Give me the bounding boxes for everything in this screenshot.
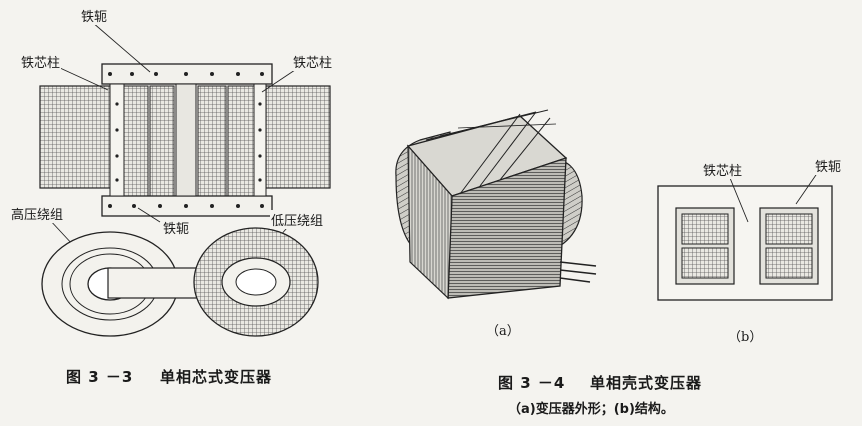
core-column-mid xyxy=(175,83,197,197)
core-column-right xyxy=(253,83,267,197)
caption-fig-3-4-title: 单相壳式变压器 xyxy=(590,374,703,392)
label-hv-winding: 高压绕组 xyxy=(10,204,65,223)
label-core-column-left: 铁芯柱 xyxy=(20,52,62,71)
caption-fig-3-4-subtitle: （a)变压器外形；(b)结构。 xyxy=(508,402,674,417)
bolts xyxy=(108,72,264,208)
label-core-column-right: 铁芯柱 xyxy=(292,52,334,71)
winding-right-inner-b xyxy=(227,85,255,197)
label-core-column: 铁芯柱 xyxy=(702,160,744,179)
winding-left-outer xyxy=(39,85,111,189)
label-lv-winding: 低压绕组 xyxy=(270,210,325,229)
shell-transformer-exterior-drawing xyxy=(395,109,597,300)
panel-label-b: （b） xyxy=(728,330,763,345)
leader-lines-b xyxy=(729,171,819,223)
shell-transformer-structure-drawing xyxy=(657,171,833,301)
winding-right-inner-a xyxy=(197,85,227,197)
caption-fig-3-3-title: 单相芯式变压器 xyxy=(160,368,273,386)
winding-left-inner-b xyxy=(149,85,175,197)
panel-label-a: （a） xyxy=(486,324,520,339)
label-yoke-bottom: 铁轭 xyxy=(162,218,191,237)
winding-right-outer xyxy=(265,85,331,189)
caption-fig-3-3-number: 图 3 －3 xyxy=(66,368,134,386)
label-yoke-top: 铁轭 xyxy=(80,6,109,25)
winding-left-inner-a xyxy=(123,85,149,197)
core-column-left xyxy=(109,83,125,197)
terminal-leads xyxy=(559,261,597,283)
caption-fig-3-4-number: 图 3 －4 xyxy=(498,374,566,392)
core-type-transformer-drawing xyxy=(39,21,331,337)
label-yoke: 铁轭 xyxy=(814,156,843,175)
